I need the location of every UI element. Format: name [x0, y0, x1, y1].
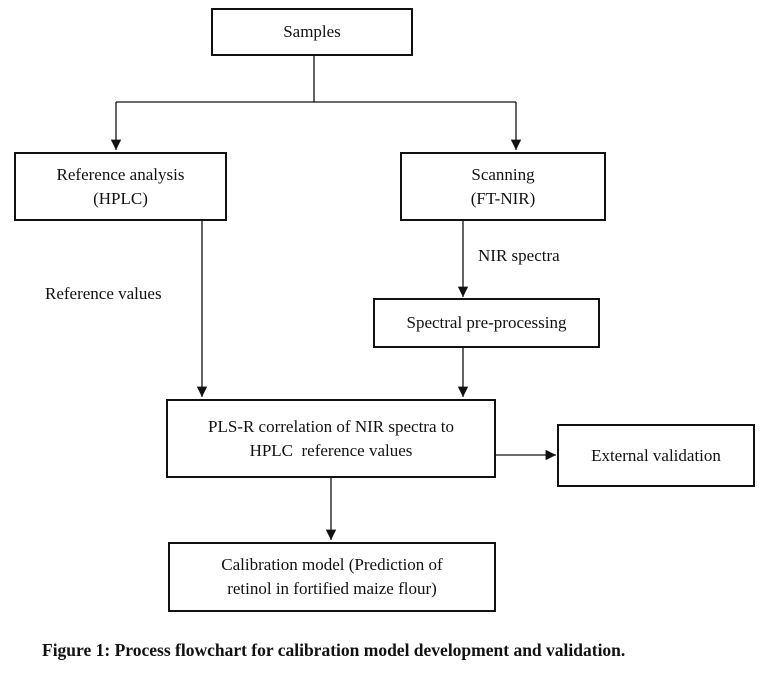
node-reference-analysis: Reference analysis (HPLC): [14, 152, 227, 221]
edge-label-reference-values: Reference values: [45, 284, 162, 303]
node-reference-analysis-line-1: Reference analysis: [56, 164, 185, 184]
node-calibration-model-line-2: retinol in fortified maize flour): [227, 579, 437, 598]
figure-caption: Figure 1: Process flowchart for calibrat…: [42, 640, 626, 660]
edge-label-nir-spectra: NIR spectra: [478, 246, 560, 265]
node-plsr-correlation: PLS-R correlation of NIR spectra to HPLC…: [166, 399, 496, 478]
node-spectral-preprocessing: Spectral pre-processing: [373, 298, 600, 348]
node-reference-analysis-line-2: (HPLC): [93, 188, 148, 208]
node-plsr-correlation-line-2: HPLC reference values: [249, 440, 413, 460]
node-scanning: Scanning (FT-NIR): [400, 152, 606, 221]
node-scanning-line-1: Scanning: [471, 164, 535, 184]
node-samples: Samples: [211, 8, 413, 56]
node-external-validation-line-1: External validation: [591, 445, 721, 465]
node-scanning-line-2: (FT-NIR): [470, 188, 536, 208]
node-plsr-correlation-line-1: PLS-R correlation of NIR spectra to: [208, 416, 454, 436]
node-calibration-model-line-1: Calibration model (Prediction of: [221, 555, 443, 574]
node-external-validation: External validation: [557, 424, 755, 487]
node-calibration-model: Calibration model (Prediction of retinol…: [168, 542, 496, 612]
node-spectral-preprocessing-line-1: Spectral pre-processing: [406, 313, 567, 332]
node-samples-line-1: Samples: [283, 22, 341, 41]
